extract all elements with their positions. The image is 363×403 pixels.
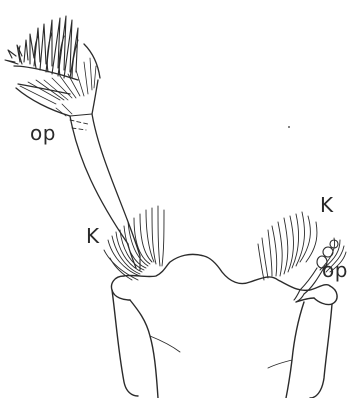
upper-operculum [5, 16, 140, 270]
body-outline [112, 254, 338, 398]
label-k-left: K [86, 226, 100, 246]
speck [288, 126, 290, 128]
operculum-spines [5, 16, 78, 78]
label-k-right: K [320, 195, 334, 215]
label-op-lower: op [322, 260, 348, 280]
label-op-upper: op [30, 123, 56, 143]
left-setae-bundle [104, 206, 164, 280]
